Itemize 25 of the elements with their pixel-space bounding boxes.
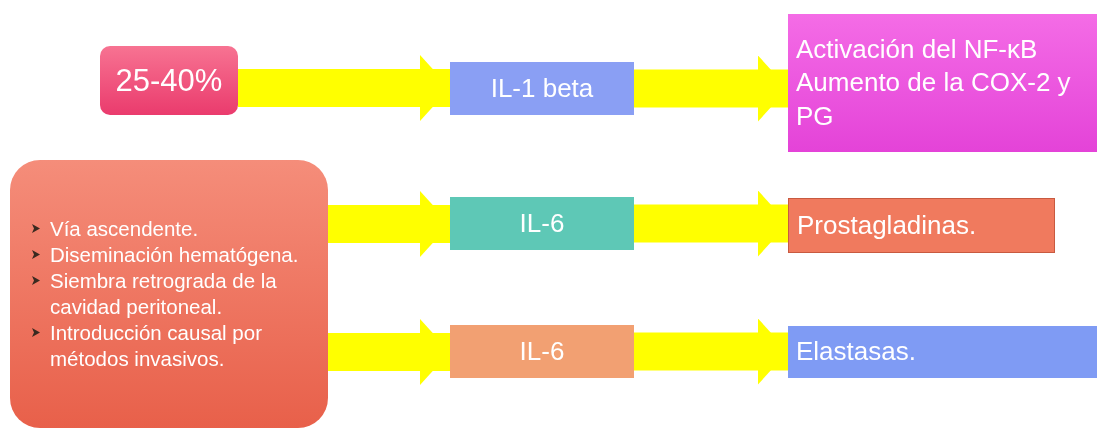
causes-box	[10, 160, 328, 428]
effect-box	[788, 326, 1097, 378]
cytokine-box	[450, 197, 634, 250]
box-label: IL-1 beta	[489, 72, 595, 105]
bullet-text: Introducción causal por métodos invasivos.	[50, 320, 263, 373]
block-arrow	[634, 190, 788, 257]
box-label: Activación del NF-κB Aumento de la COX-2 y PG	[796, 33, 1072, 133]
box-label: IL-6	[518, 335, 566, 368]
block-arrow	[238, 55, 450, 121]
bullet-text: Vía ascendente.	[50, 215, 199, 242]
cytokine-box	[450, 325, 634, 378]
block-arrow	[328, 191, 450, 257]
block-arrow	[328, 319, 450, 385]
box-label: IL-6	[518, 207, 566, 240]
box-label: Prostagladinas.	[797, 209, 978, 242]
percentage-box	[100, 46, 238, 115]
bullet-text: Siembra retrograda de la cavidad peritoneal.	[50, 267, 278, 320]
box-label: 25-40%	[114, 61, 224, 100]
effect-box	[788, 14, 1097, 152]
block-arrow	[634, 55, 788, 122]
effect-box	[788, 198, 1055, 253]
box-label: Elastasas.	[796, 335, 917, 369]
cytokine-box	[450, 62, 634, 115]
bullet-text: Diseminación hematógena.	[50, 241, 299, 268]
block-arrow	[634, 318, 788, 385]
